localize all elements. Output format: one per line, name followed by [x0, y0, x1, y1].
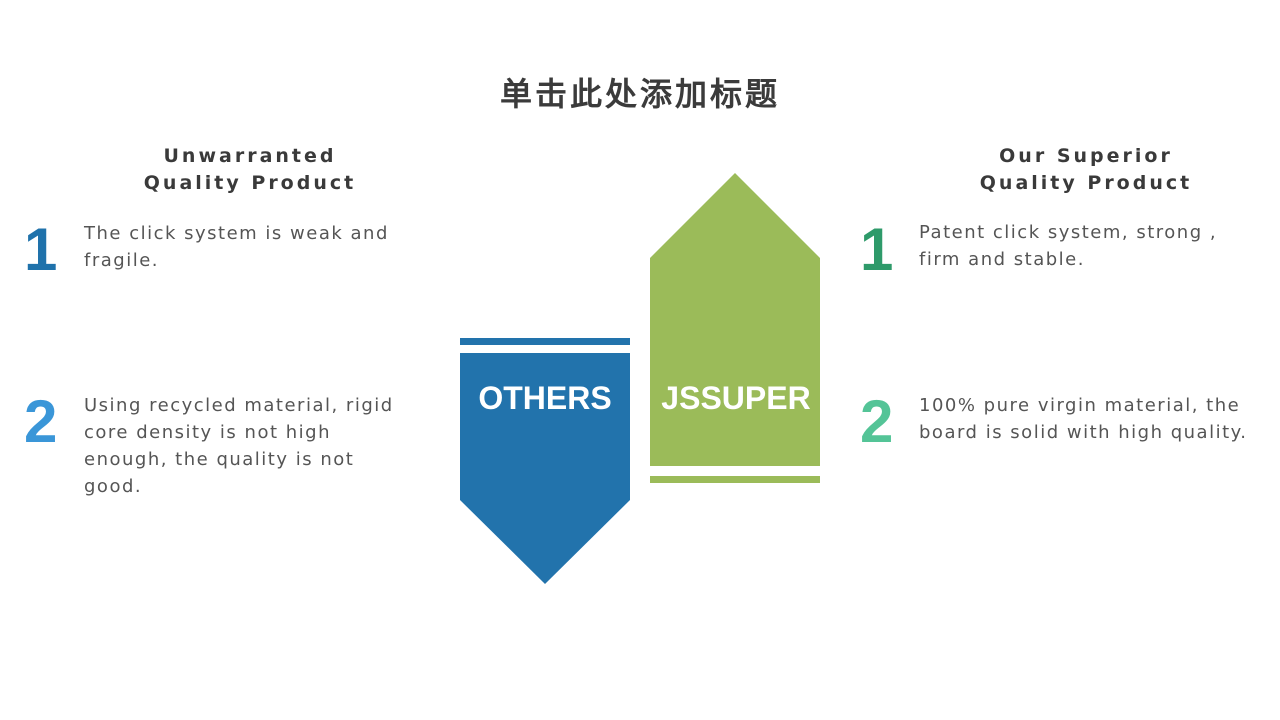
left-item-2-text: Using recycled material, rigid core dens…	[84, 395, 394, 497]
right-heading-line-1: Our Superior	[999, 145, 1173, 167]
left-heading-line-2: Quality Product	[143, 172, 357, 194]
right-heading-line-2: Quality Product	[979, 172, 1193, 194]
others-label: OTHERS	[478, 380, 611, 416]
left-heading-line-1: Unwarranted	[163, 145, 337, 167]
jssuper-bottom-bar	[650, 476, 820, 483]
jssuper-label: JSSUPER	[661, 380, 810, 416]
left-item-1-number: 1	[24, 216, 58, 283]
right-item-1-number: 1	[860, 216, 894, 283]
others-top-bar	[460, 338, 630, 345]
right-item-1-text: Patent click system, strong , firm and s…	[919, 222, 1218, 270]
left-item-2-number: 2	[24, 388, 58, 455]
right-column-heading: Our Superior Quality Product	[955, 143, 1217, 197]
right-item-2-text: 100% pure virgin material, the board is …	[919, 395, 1248, 443]
jssuper-up-arrow	[650, 173, 820, 466]
others-down-arrow	[460, 353, 630, 584]
right-item-2-number: 2	[860, 388, 894, 455]
left-item-1-text: The click system is weak and fragile.	[84, 223, 389, 271]
slide-title[interactable]: 单击此处添加标题	[499, 75, 780, 113]
left-column-heading: Unwarranted Quality Product	[120, 143, 380, 197]
